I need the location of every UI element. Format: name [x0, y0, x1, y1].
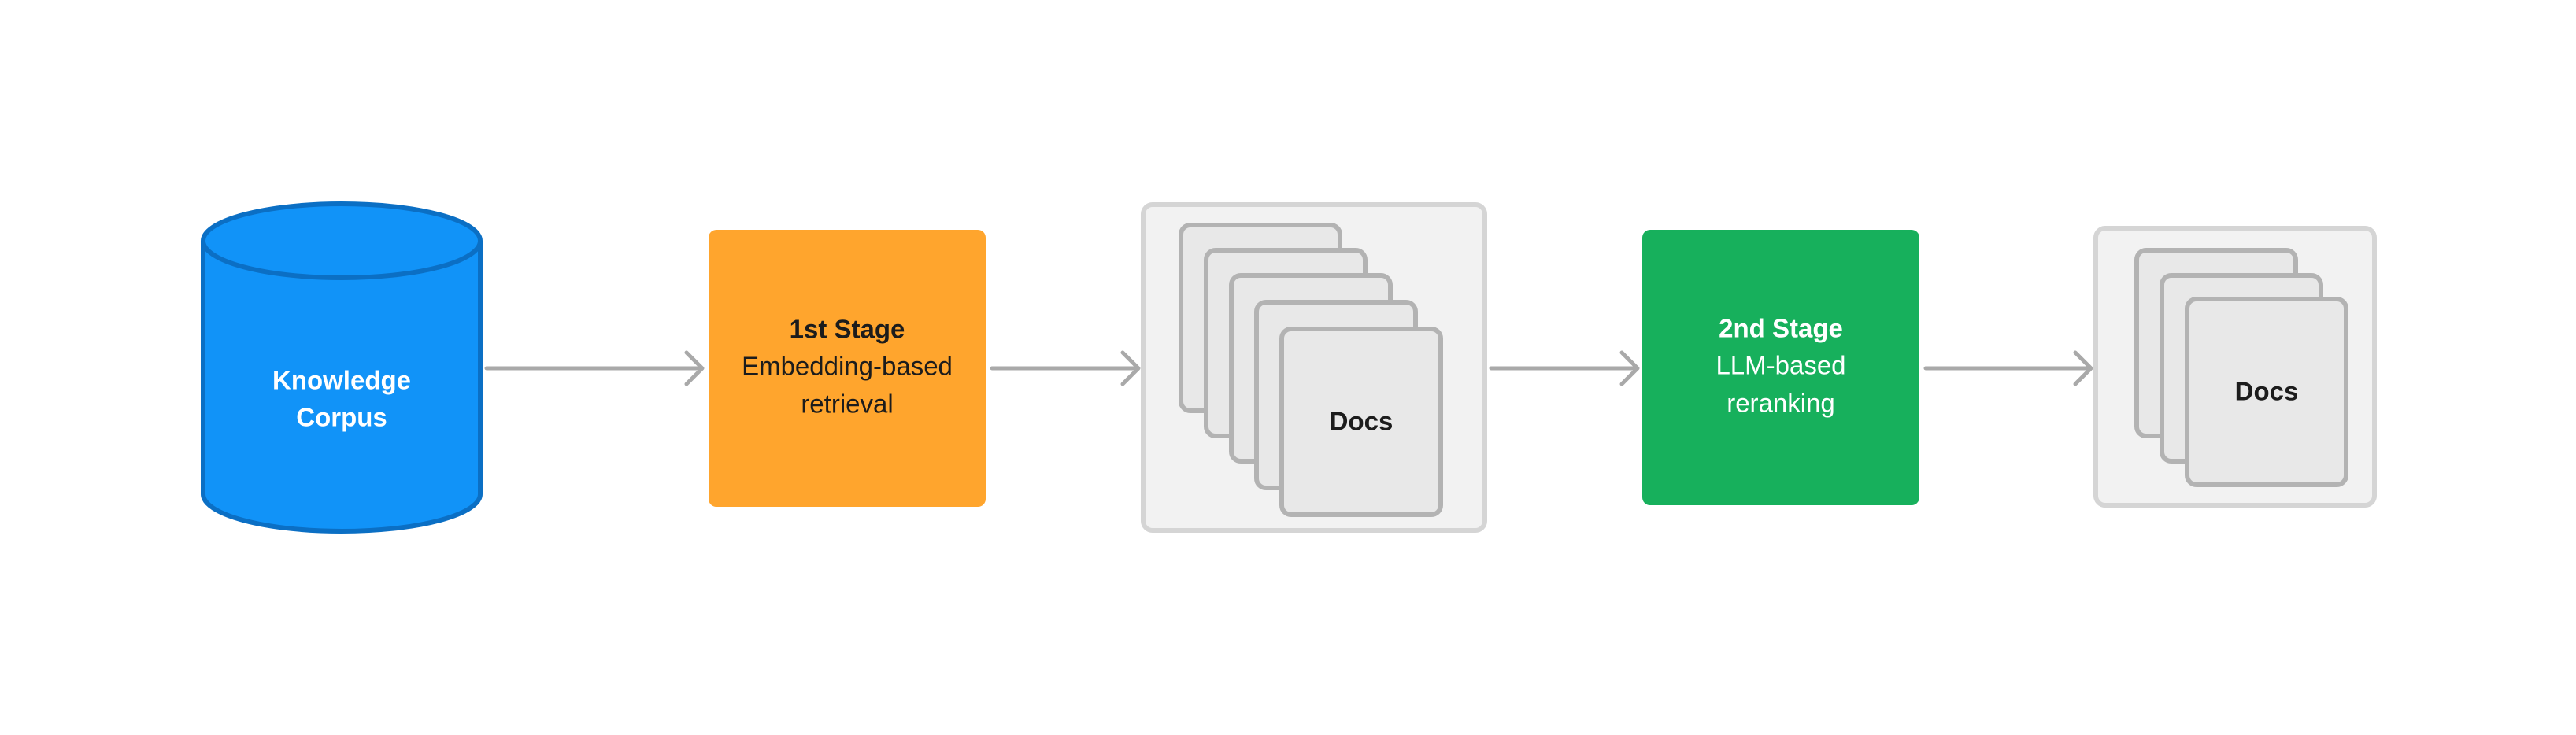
stage2-box	[1642, 230, 1919, 505]
stage1-line1: Embedding-based	[742, 352, 953, 381]
doc-page-front	[1279, 327, 1443, 517]
stage1-box	[709, 230, 986, 507]
doc-page-front	[2185, 297, 2348, 487]
stage2-node: 2nd Stage LLM-based reranking	[1642, 230, 1919, 505]
arrow-1	[484, 350, 705, 386]
corpus-label-line2: Corpus	[296, 403, 387, 432]
docs-small-label: Docs	[2235, 377, 2299, 406]
docs-small-node: Docs	[2093, 226, 2377, 508]
cylinder-top	[201, 201, 483, 280]
arrow-4	[1923, 350, 2093, 386]
stage2-line2: reranking	[1727, 389, 1835, 418]
knowledge-corpus-node: Knowledge Corpus	[201, 201, 483, 534]
stage2-title: 2nd Stage	[1719, 314, 1843, 343]
arrow-3	[1489, 350, 1640, 386]
arrow-2	[990, 350, 1141, 386]
stage1-node: 1st Stage Embedding-based retrieval	[709, 230, 986, 507]
corpus-label-line1: Knowledge	[272, 366, 411, 395]
stage1-title: 1st Stage	[790, 315, 905, 344]
docs-large-label: Docs	[1330, 407, 1393, 436]
stage1-line2: retrieval	[801, 390, 893, 419]
docs-large-node: Docs	[1141, 202, 1487, 533]
stage2-line1: LLM-based	[1715, 351, 1845, 380]
cylinder-body	[201, 241, 483, 534]
